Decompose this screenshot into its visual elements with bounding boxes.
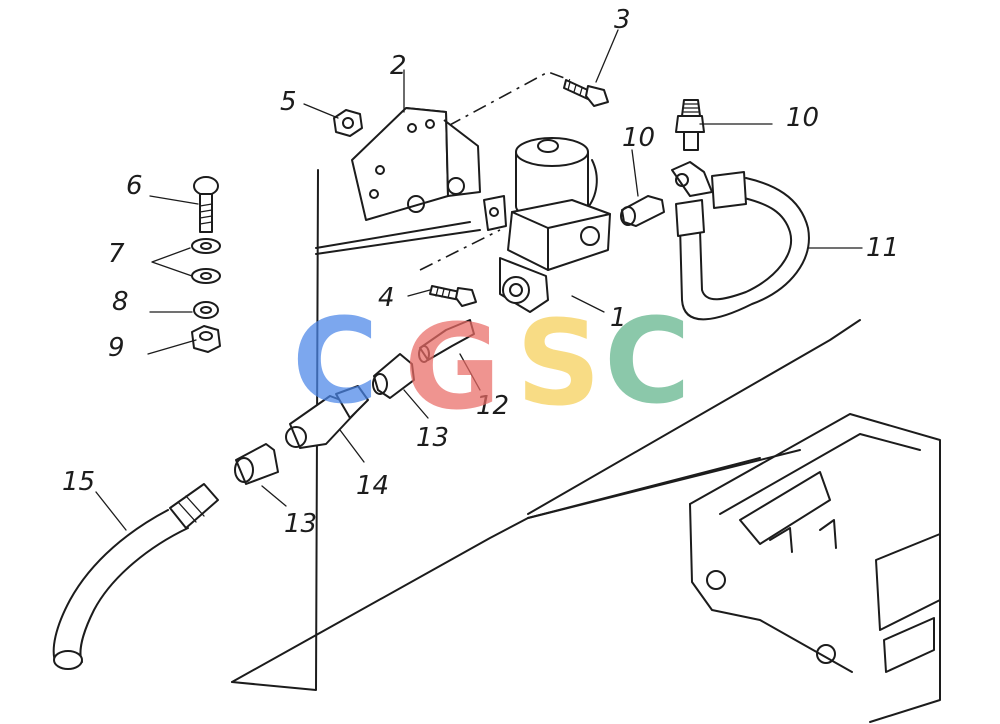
solenoid-valve-part-1 xyxy=(483,137,611,313)
fitting-part-10-lower xyxy=(620,195,665,227)
watermark-logo: C G S C xyxy=(292,292,691,436)
callout-3: 3 xyxy=(614,5,631,35)
callout-4: 4 xyxy=(378,283,395,313)
watermark-letter-s: S xyxy=(516,294,601,432)
callout-15: 15 xyxy=(62,467,95,497)
fitting-part-10-upper xyxy=(675,99,705,151)
callout-labels: 1 2 3 4 5 6 7 8 9 10 10 11 12 13 14 13 1… xyxy=(62,5,899,539)
callout-8: 8 xyxy=(112,287,129,317)
hose-part-11 xyxy=(671,161,810,321)
callout-10-lower: 10 xyxy=(622,123,655,153)
coupling-part-13-upper xyxy=(372,353,415,399)
watermark-letter-c2: C xyxy=(604,292,691,430)
leader-lines xyxy=(95,29,863,531)
bracket-part-2 xyxy=(351,107,481,221)
mounting-frame-lines xyxy=(231,71,861,691)
nut-part-5 xyxy=(333,109,363,137)
callout-9: 9 xyxy=(108,333,125,363)
coupling-part-13-lower xyxy=(234,443,279,485)
watermark-letter-c1: C xyxy=(292,292,379,430)
callout-7: 7 xyxy=(108,239,125,269)
hose-part-15 xyxy=(52,483,219,670)
callout-1: 1 xyxy=(610,303,627,333)
adapter-part-14 xyxy=(285,385,369,449)
callout-13-lower: 13 xyxy=(284,509,317,539)
callout-5: 5 xyxy=(280,87,297,117)
callout-14: 14 xyxy=(356,471,389,501)
bolt-part-3 xyxy=(563,79,609,107)
callout-12: 12 xyxy=(476,391,509,421)
watermark-letter-g: G xyxy=(404,298,501,436)
callout-6: 6 xyxy=(126,171,143,201)
nipple-part-12 xyxy=(418,319,475,363)
callout-11: 11 xyxy=(866,233,899,263)
housing-frame xyxy=(689,413,941,723)
callout-2: 2 xyxy=(390,51,407,81)
callout-10-upper: 10 xyxy=(786,103,819,133)
callout-13-upper: 13 xyxy=(416,423,449,453)
bolt-part-4 xyxy=(429,285,477,307)
